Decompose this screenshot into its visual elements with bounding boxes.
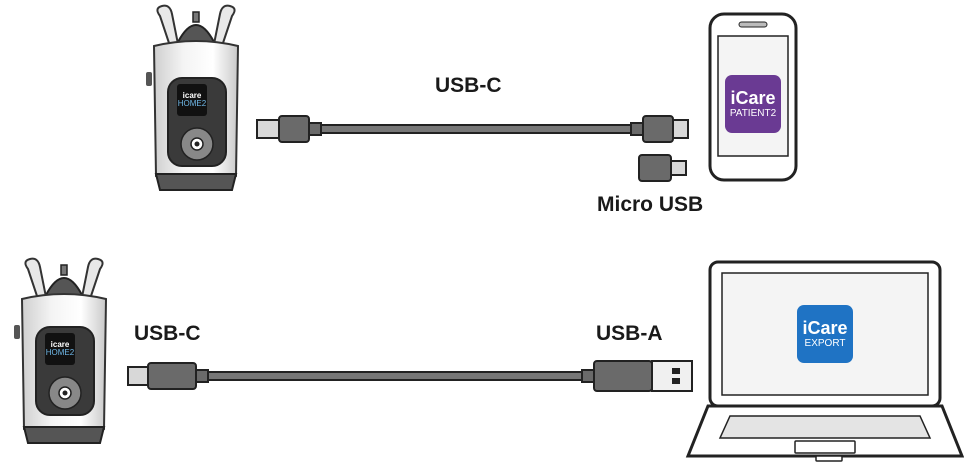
usb-c-label-top: USB-C — [435, 74, 502, 98]
device-screen-top: icare HOME2 — [177, 84, 207, 116]
device-screen-model: HOME2 — [46, 349, 74, 357]
export-app-name: EXPORT — [805, 339, 846, 349]
device-screen-model: HOME2 — [178, 100, 206, 108]
patient-app-icon[interactable]: iCare PATIENT2 — [725, 75, 781, 133]
micro-usb-adapter — [639, 155, 686, 181]
usb-c-label-bottom: USB-C — [134, 322, 201, 346]
micro-usb-label: Micro USB — [597, 193, 703, 217]
usb-a-label: USB-A — [596, 322, 663, 346]
export-app-icon[interactable]: iCare EXPORT — [797, 305, 853, 363]
patient-app-name: PATIENT2 — [730, 109, 776, 119]
usb-c-to-usb-a-cable — [128, 361, 692, 391]
patient-app-brand: iCare — [730, 89, 775, 107]
usb-c-cable-top — [257, 116, 688, 142]
device-screen-bottom: icare HOME2 — [45, 333, 75, 365]
export-app-brand: iCare — [802, 319, 847, 337]
